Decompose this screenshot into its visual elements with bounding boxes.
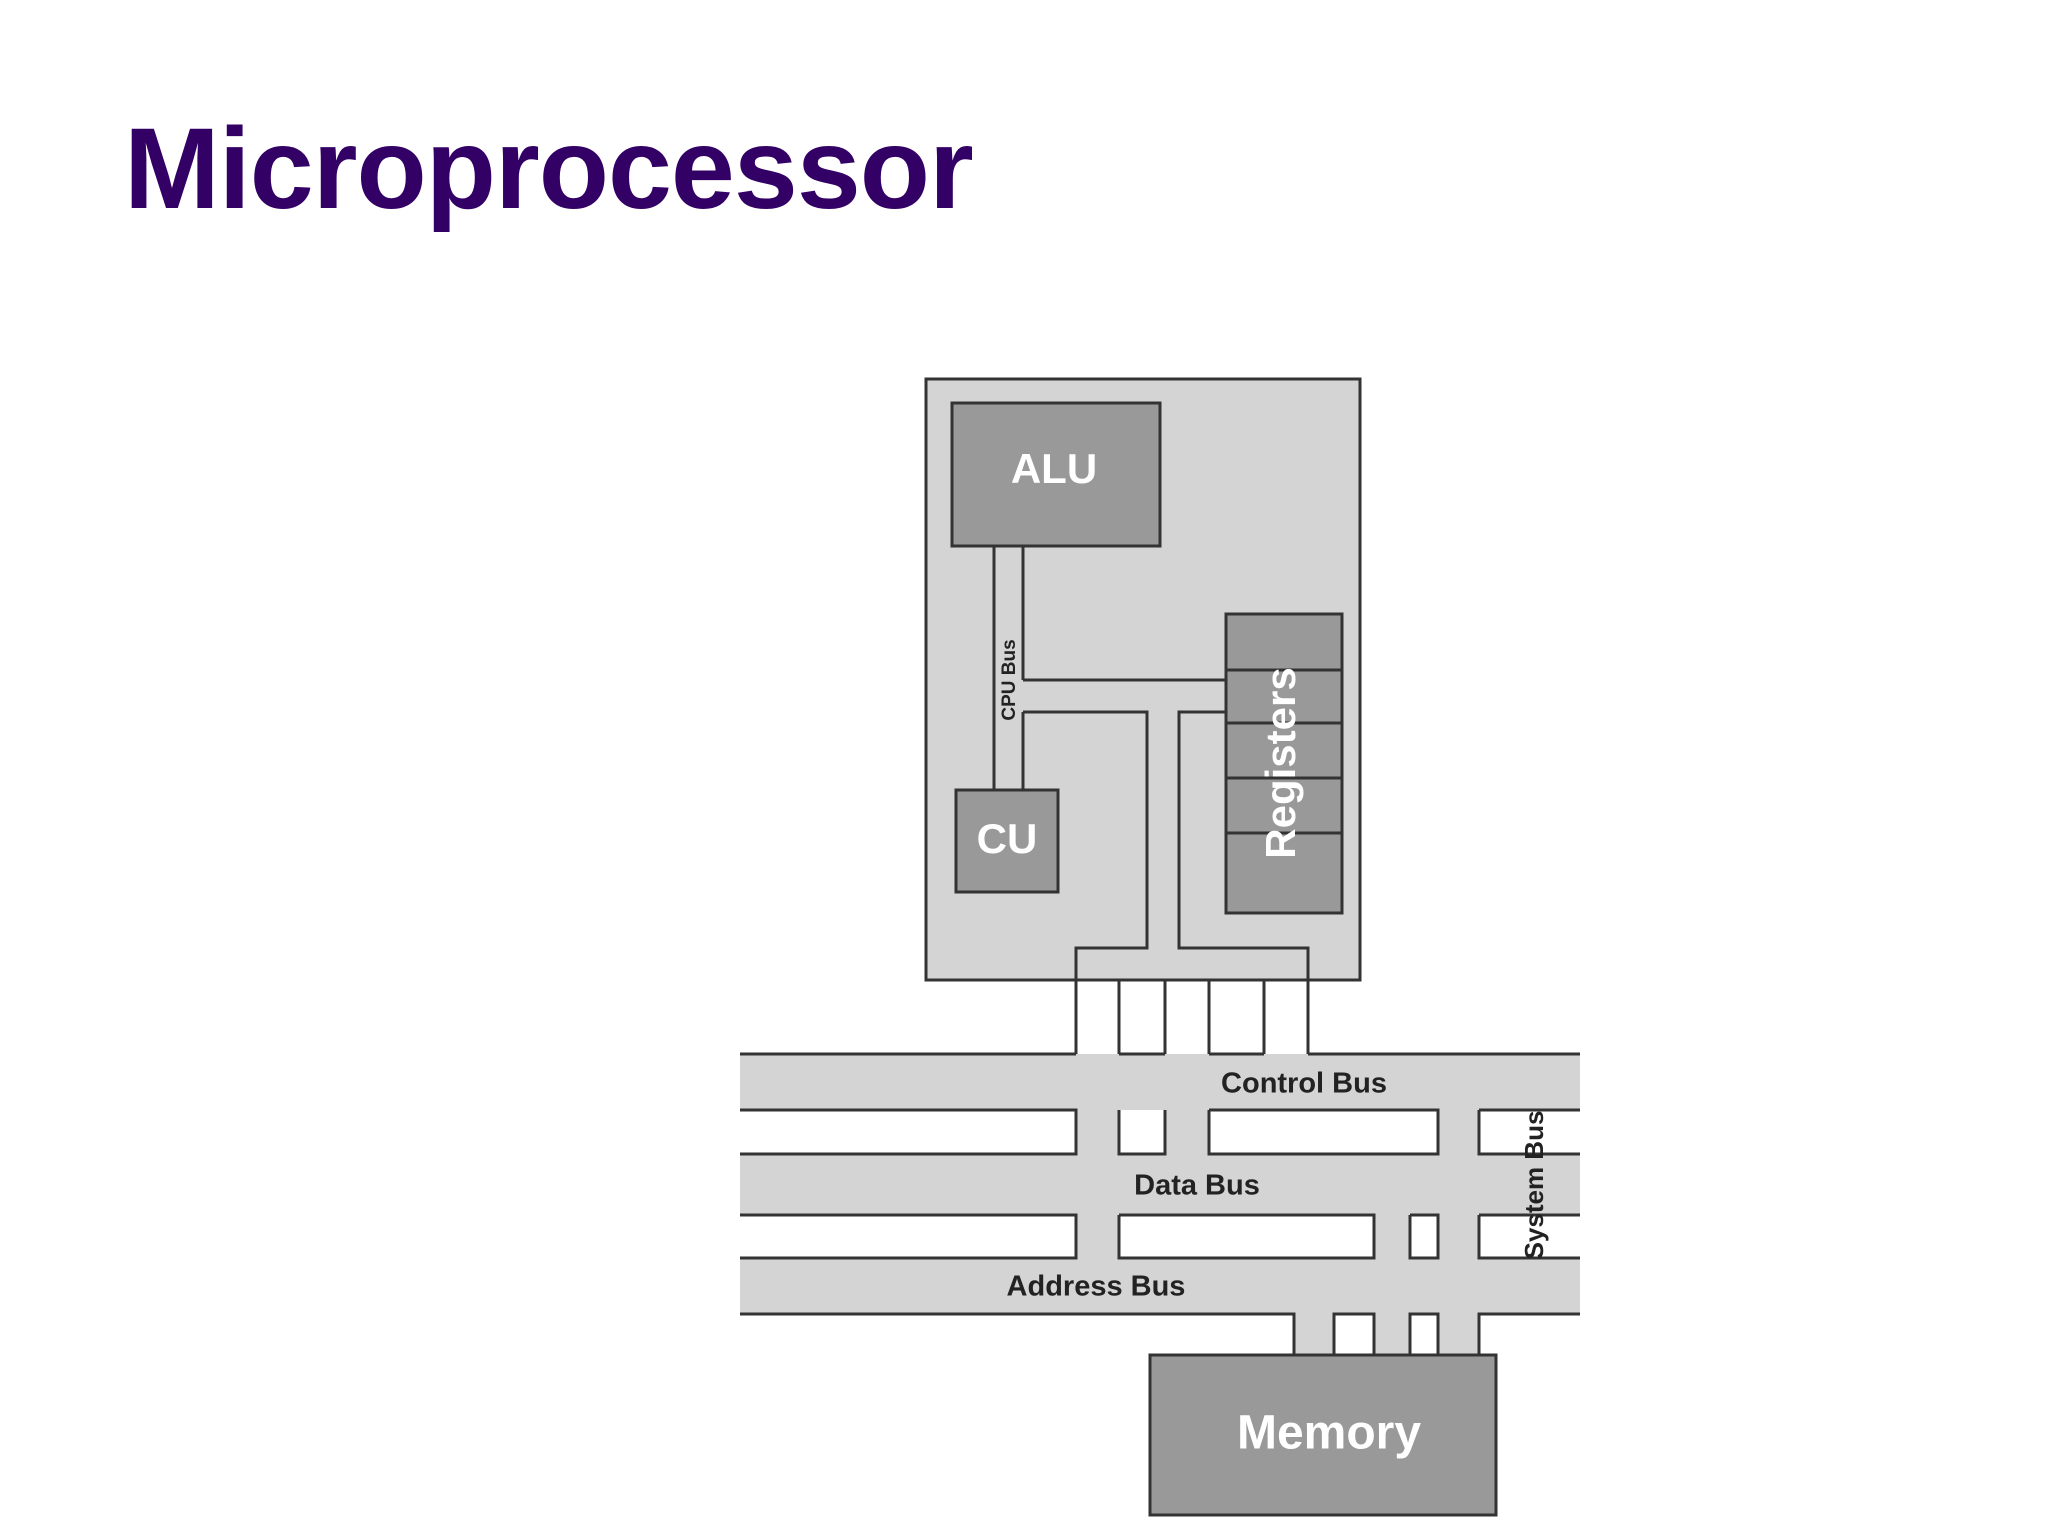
system-bus-label: System Bus bbox=[1519, 1111, 1549, 1260]
bus-outlines bbox=[740, 1052, 1580, 1355]
control-bus bbox=[740, 1054, 1580, 1110]
bus-connectors bbox=[1076, 1108, 1479, 1355]
alu-block bbox=[950, 401, 1162, 548]
registers-label: Registers bbox=[1257, 667, 1304, 858]
cpu-bus-junctions bbox=[1117, 978, 1266, 1056]
page-title: Microprocessor bbox=[124, 105, 974, 233]
cu-label: CU bbox=[977, 815, 1038, 862]
cpu-bus-label: CPU Bus bbox=[999, 639, 1020, 720]
cu-block bbox=[954, 788, 1060, 894]
buses bbox=[740, 1054, 1580, 1314]
address-bus bbox=[740, 1258, 1580, 1314]
registers-block bbox=[1224, 612, 1344, 915]
control-bus-label: Control Bus bbox=[1221, 1068, 1387, 1100]
memory-block bbox=[1148, 1353, 1498, 1517]
address-bus-label: Address Bus bbox=[1007, 1271, 1186, 1303]
alu-label: ALU bbox=[1011, 445, 1097, 492]
register-dividers bbox=[1226, 668, 1342, 835]
memory-label: Memory bbox=[1237, 1407, 1421, 1460]
data-bus-label: Data Bus bbox=[1134, 1170, 1260, 1202]
data-bus bbox=[740, 1154, 1580, 1215]
